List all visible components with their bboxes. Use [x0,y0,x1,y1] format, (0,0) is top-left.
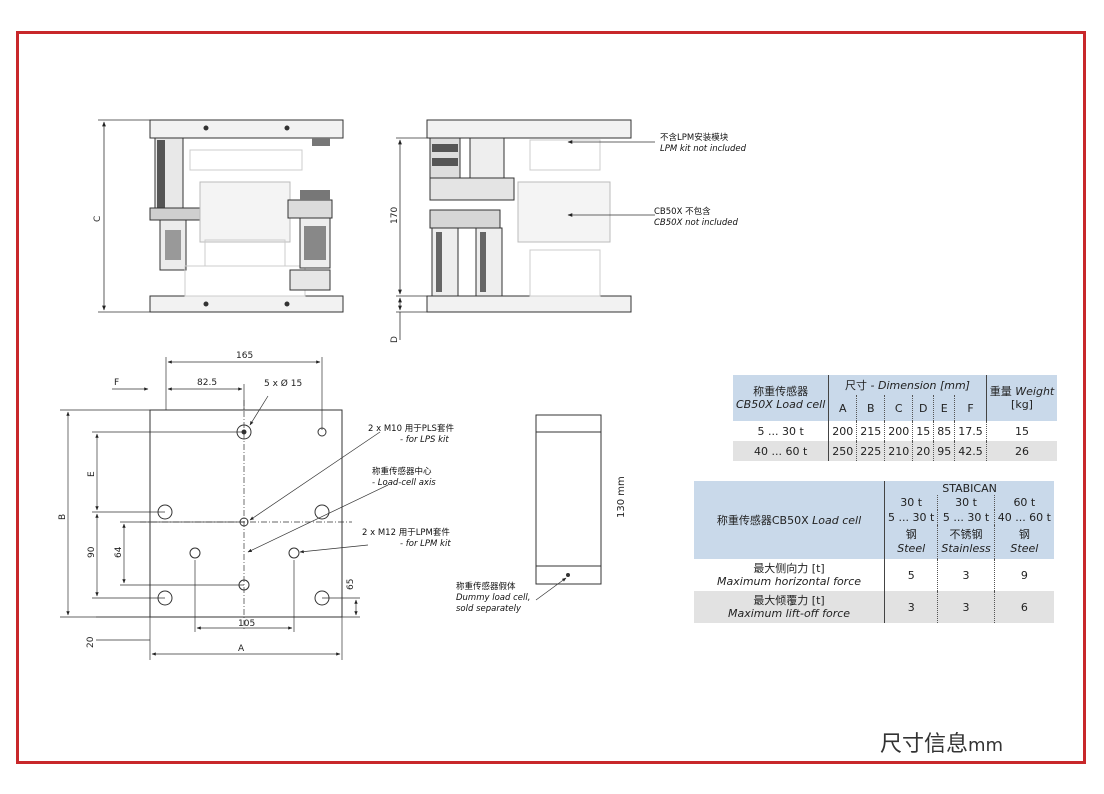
dim-a: A [238,644,245,654]
page-footer-title: 尺寸信息mm [880,732,1004,757]
dim-e: E [87,471,97,477]
table-row: 最大倾覆力 [t]Maximum lift-off force 3 3 6 [694,591,1054,623]
front-view [149,119,344,313]
note-m10: 2 x M10 用于PLS套件 - for LPS kit [368,424,454,445]
holes-label: 5 x Ø 15 [264,378,302,389]
note-lpm-kit: 不含LPM安装模块 LPM kit not included [660,133,747,154]
note-m12: 2 x M12 用于LPM套件 - for LPM kit [362,528,451,549]
base-plate [149,295,344,313]
dim-col-a: A [828,395,857,421]
dim-table-dimension-header: 尺寸 - Dimension [mm] [828,375,987,395]
dummy-load-cell [535,414,602,601]
dim-130: 130 mm [616,476,627,518]
plan-dimensions [60,357,389,660]
stabican-table: 称重传感器CB50X Load cell STABICAN 30 t 30 t … [694,481,1054,623]
dim-90: 90 [87,546,97,558]
dim-col-e: E [933,395,955,421]
dim-165: 165 [236,351,253,361]
dim-table-model: 称重传感器 CB50X Load cell [736,385,826,411]
dim-col-b: B [856,395,885,421]
side-leaders [567,140,655,217]
top-plate [149,119,344,139]
dim-170 [396,137,428,340]
note-cb50x: CB50X 不包含 CB50X not included [654,207,738,228]
dim-c-label: C [93,216,103,222]
table-row: 5 ... 30 t 200 215 200 15 85 17.5 15 [733,421,1058,441]
dim-105: 105 [238,619,255,629]
dim-82-5: 82.5 [197,378,217,388]
dim-65: 65 [346,579,356,590]
dim-col-c: C [884,395,913,421]
stabican-model: 称重传感器CB50X Load cell [716,514,862,527]
dim-20: 20 [86,636,96,648]
dim-table-weight-header: 重量 Weight [kg] [985,375,1058,421]
dim-f: F [114,378,119,388]
stabican-title: STABICAN [884,481,1054,495]
dim-64: 64 [114,546,124,558]
note-dummy: 称重传感器假体 Dummy load cell, sold separately [456,582,531,614]
plan-view [140,400,352,630]
dim-b: B [58,514,68,520]
dim-c [98,119,150,313]
table-row: 40 ... 60 t 250 225 210 20 95 42.5 26 [733,441,1058,461]
load-cell [199,181,291,243]
side-view [426,119,632,313]
dim-170-label: 170 [390,207,400,224]
dimension-table: 称重传感器 CB50X Load cell 尺寸 - Dimension [mm… [733,375,1058,461]
page-frame [16,31,1086,764]
table-row: 最大侧向力 [t]Maximum horizontal force 5 3 9 [694,559,1054,591]
dim-d-label: D [390,336,400,343]
dim-col-f: F [954,395,987,421]
dim-col-d: D [912,395,934,421]
note-axis: 称重传感器中心 - Load-cell axis [372,467,436,488]
